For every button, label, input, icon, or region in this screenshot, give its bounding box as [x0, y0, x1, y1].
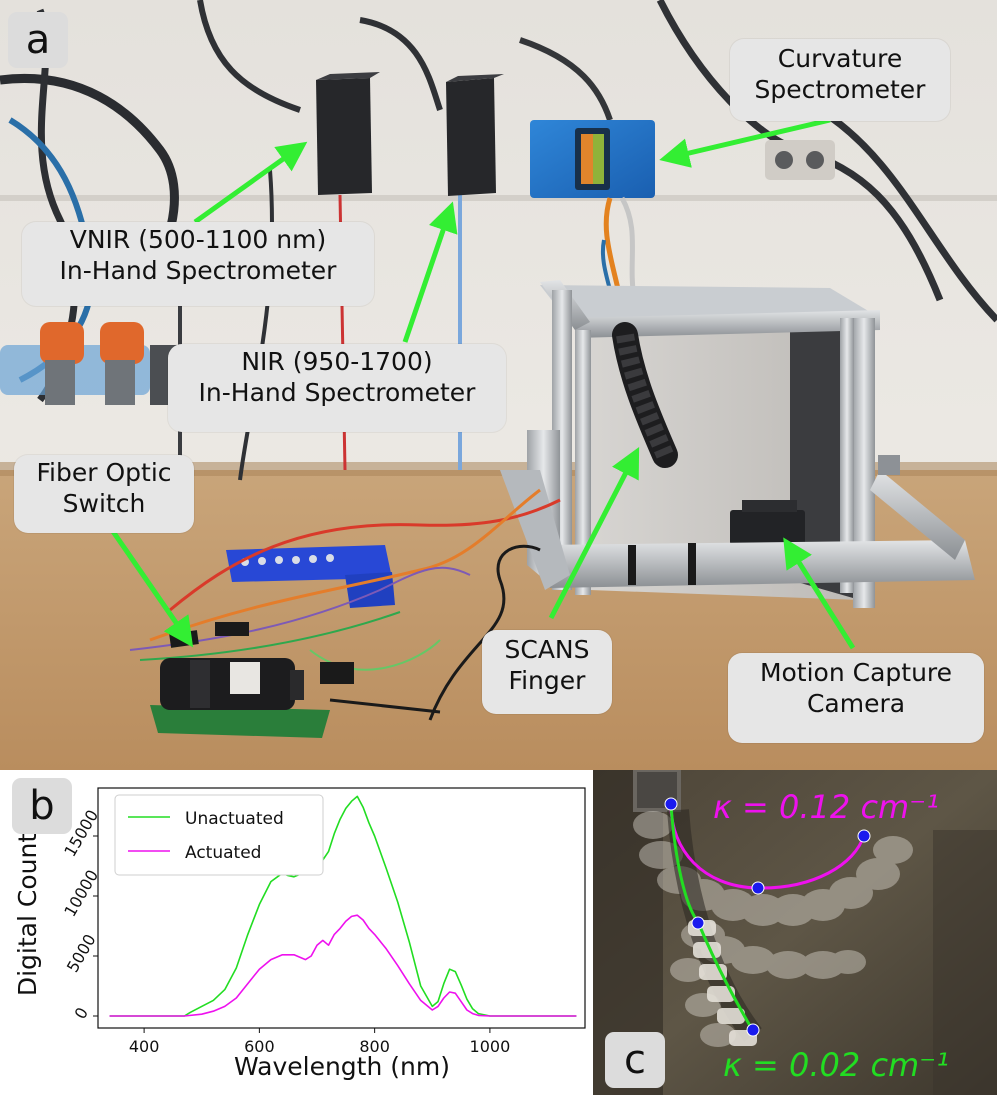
marker-point	[746, 1023, 760, 1037]
marker-point	[857, 829, 871, 843]
y-tick-label: 10000	[60, 866, 102, 920]
arrow-scans-finger	[548, 446, 640, 620]
curvature-photo-drawing: κ = 0.12 cm⁻¹ κ = 0.02 cm⁻¹	[593, 770, 997, 1095]
callout-fiber-optic-switch: Fiber Optic Switch	[14, 455, 194, 533]
callout-line: Finger	[508, 666, 586, 695]
panel-label-c: c	[605, 1032, 665, 1088]
marker-point	[751, 881, 765, 895]
callout-nir: NIR (950-1700) In-Hand Spectrometer	[168, 344, 506, 432]
callout-line: In-Hand Spectrometer	[59, 256, 337, 285]
arrow-fiber-switch	[109, 528, 194, 648]
plot-frame	[97, 787, 586, 1029]
callout-line: Curvature	[777, 44, 903, 73]
arrow-curvature	[659, 117, 831, 168]
series-lines	[109, 795, 577, 1017]
arrow-nir	[402, 201, 458, 343]
x-tick-label: 600	[244, 1037, 275, 1056]
callout-line: Camera	[806, 689, 906, 718]
legend-box	[114, 794, 324, 876]
callout-vnir: VNIR (500-1100 nm) In-Hand Spectrometer	[22, 222, 374, 306]
callout-line: VNIR (500-1100 nm)	[69, 225, 327, 254]
y-tick-label: 0	[70, 1004, 92, 1022]
panel-label-b: b	[12, 778, 72, 834]
callout-line: Motion Capture	[759, 658, 953, 687]
x-tick-label: 1000	[470, 1037, 511, 1056]
callout-arrows	[109, 117, 856, 650]
unactuated-curvature-label: κ = 0.02 cm⁻¹	[723, 1046, 949, 1084]
callout-line: In-Hand Spectrometer	[198, 378, 476, 407]
legend-label-unactuated: Unactuated	[185, 809, 284, 829]
y-tick-label: 5000	[63, 931, 100, 976]
arrow-vnir	[193, 141, 308, 225]
callout-line: Spectrometer	[754, 75, 926, 104]
setup-photo: a Curvature Spectrometer VNIR (500-1100 …	[0, 0, 997, 770]
actuated-curvature-label: κ = 0.12 cm⁻¹	[713, 788, 939, 826]
x-tick-label: 800	[359, 1037, 390, 1056]
callout-line: Switch	[62, 489, 146, 518]
callout-line: SCANS	[504, 635, 590, 664]
callout-scans-finger: SCANS Finger	[482, 630, 612, 714]
chart-legend: Unactuated Actuated	[114, 794, 324, 876]
callout-motion-capture: Motion Capture Camera	[728, 653, 984, 743]
curvature-photo: κ = 0.12 cm⁻¹ κ = 0.02 cm⁻¹ c	[593, 770, 997, 1095]
arrow-motion-capture	[783, 537, 856, 650]
x-axis-label: Wavelength (nm)	[234, 1052, 450, 1081]
callout-line: NIR (950-1700)	[241, 347, 433, 376]
x-tick-label: 400	[129, 1037, 160, 1056]
legend-label-actuated: Actuated	[185, 843, 261, 863]
marker-point	[691, 916, 705, 930]
panel-label-a: a	[8, 12, 68, 68]
callout-curvature-spectrometer: Curvature Spectrometer	[730, 39, 950, 121]
x-axis-ticks: 400 600 800 1000	[129, 1028, 510, 1056]
callout-line: Fiber Optic	[36, 458, 172, 487]
series-line-unactuated	[109, 795, 577, 1017]
marker-point	[664, 797, 678, 811]
series-line-actuated	[109, 914, 577, 1017]
y-axis-label: Digital Counts	[13, 820, 42, 996]
